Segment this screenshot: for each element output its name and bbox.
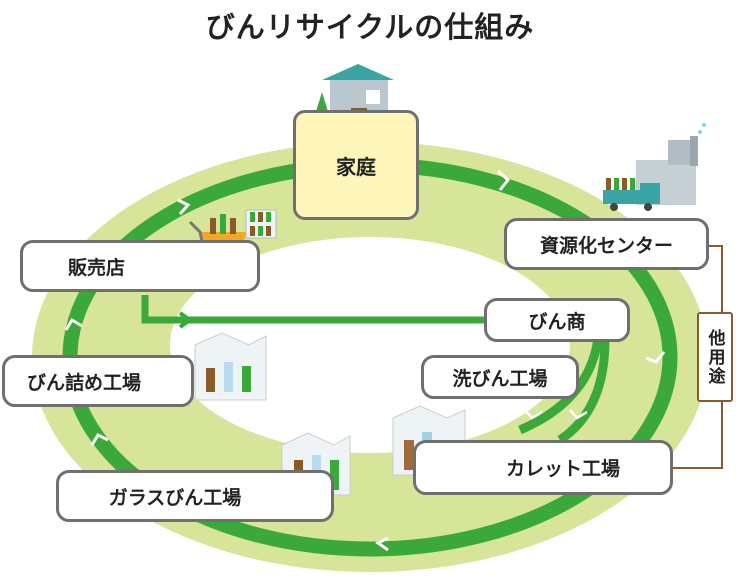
factory-icon <box>194 332 267 401</box>
home-node: 家庭 <box>293 110 419 220</box>
chevron-icon <box>524 409 543 420</box>
bottle-icon <box>242 366 251 392</box>
chevron-icon <box>496 169 511 191</box>
retail-store-node: 販売店 <box>20 240 260 292</box>
bottle-merchant-node: びん商 <box>484 298 630 342</box>
store-to-merchant-line <box>141 295 490 324</box>
chevron-icon <box>64 317 83 331</box>
inner-hole <box>170 237 570 453</box>
chevron-icon <box>645 351 666 364</box>
glass-bottle-factory-node: ガラスびん工場 <box>56 470 334 522</box>
bottle-icon <box>330 460 339 490</box>
bottle-icon <box>206 368 215 392</box>
resource-center-node: 資源化センター <box>504 218 709 270</box>
chevron-icon <box>569 409 588 420</box>
chevron-icon <box>177 198 191 215</box>
diagram-title: びんリサイクルの仕組み <box>205 10 535 44</box>
other-use-label: 他用途 <box>697 312 733 402</box>
bottle-icon <box>224 362 233 392</box>
bottle-shelf-icon <box>245 209 277 239</box>
bottling-factory-node: びん詰め工場 <box>2 355 194 407</box>
cullet-factory-node: カレット工場 <box>413 440 673 495</box>
truck-icon <box>603 178 660 211</box>
bottle-washing-factory-node: 洗びん工場 <box>421 355 579 399</box>
chevron-right-icon <box>178 311 194 329</box>
merchant-to-cullet-path <box>557 339 610 444</box>
chevron-icon <box>375 536 389 552</box>
chevron-icon <box>90 433 109 446</box>
